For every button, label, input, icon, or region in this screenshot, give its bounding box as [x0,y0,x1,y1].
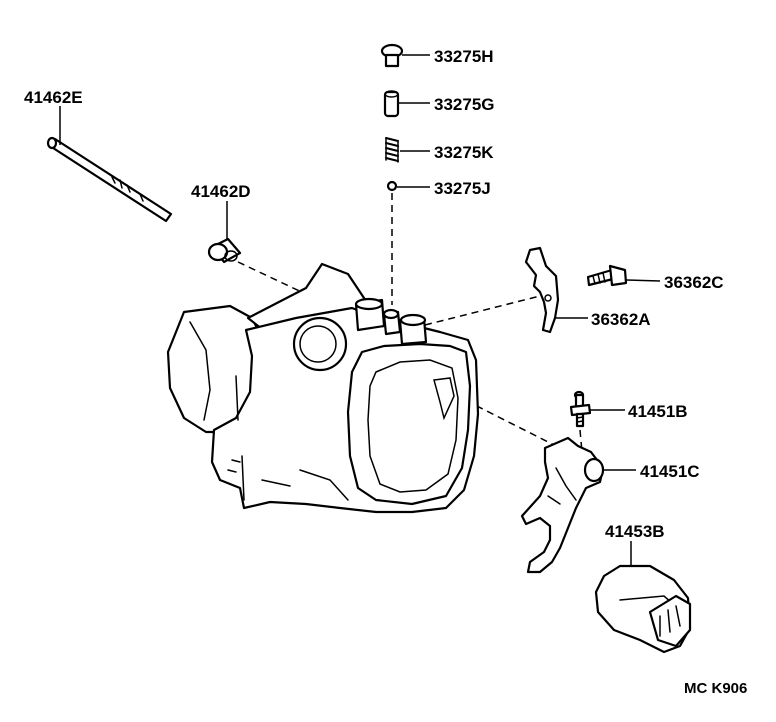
label-41451B: 41451B [628,402,688,421]
label-33275H: 33275H [434,47,494,66]
label-33275G: 33275G [434,95,495,114]
ball-33275J[interactable] [386,180,398,192]
label-33275J: 33275J [434,179,491,198]
shift-rod-41462E[interactable] [46,136,173,223]
shift-fork-41451C[interactable] [520,436,605,574]
leader-lines [59,54,661,566]
label-41462D: 41462D [191,182,251,201]
bolt-41451B[interactable] [569,390,592,428]
spring-33275K[interactable] [385,137,399,163]
transmission-housing [166,262,480,514]
diagram-code: MC K906 [684,680,747,697]
label-41451C: 41451C [640,462,700,481]
sleeve-41462D[interactable] [207,237,242,264]
bolt-36362C[interactable] [586,264,628,287]
label-36362A: 36362A [591,310,651,329]
label-41462E: 41462E [24,88,83,107]
sleeve-41453B[interactable] [594,564,692,654]
label-36362C: 36362C [664,273,724,292]
label-33275K: 33275K [434,143,494,162]
bracket-36362A[interactable] [524,246,560,334]
pin-33275G[interactable] [383,90,400,118]
plug-33275H[interactable] [380,43,404,68]
label-41453B: 41453B [605,522,665,541]
part-labels: 41462E 33275H 33275G 33275K 33275J 41462… [24,47,747,697]
